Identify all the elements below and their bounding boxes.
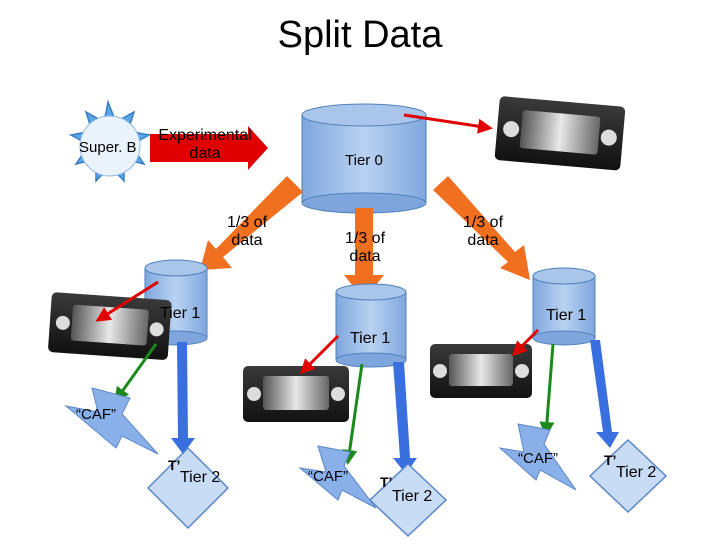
caf-lightning-icon-left bbox=[64, 387, 159, 455]
tape-icon-middle bbox=[243, 366, 349, 422]
split-middle-line1: 1/3 of bbox=[344, 230, 386, 247]
caf-label-left: “CAF” bbox=[76, 406, 116, 423]
tier2-small-right: T’ bbox=[604, 452, 617, 468]
split-right-line2: data bbox=[467, 232, 499, 250]
tier2-label-middle: Tier 2 bbox=[392, 488, 433, 505]
tier1-label-left: Tier 1 bbox=[160, 305, 201, 322]
tier1-cylinder-right bbox=[532, 267, 596, 346]
red-arrow-right bbox=[511, 328, 540, 357]
tier0-label: Tier 0 bbox=[345, 152, 383, 169]
green-arrow-right bbox=[539, 343, 555, 437]
caf-label-middle: “CAF” bbox=[308, 468, 348, 485]
tier1-cylinder-middle bbox=[335, 283, 407, 368]
super-b-star-icon bbox=[68, 99, 152, 183]
experimental-data-arrow bbox=[150, 126, 268, 170]
caf-label-right: “CAF” bbox=[518, 450, 558, 467]
tier2-diamond-middle bbox=[368, 462, 448, 538]
split-label-left: 1/3 of data bbox=[214, 214, 280, 251]
experimental-line1: Experimental bbox=[158, 127, 252, 144]
tier1-label-middle: Tier 1 bbox=[350, 330, 391, 347]
green-arrow-middle bbox=[342, 363, 364, 465]
split-label-right: 1/3 of data bbox=[450, 214, 516, 251]
super-b-label: Super. B bbox=[79, 139, 137, 156]
tape-icon-top bbox=[494, 96, 626, 171]
tier2-diamond-left bbox=[146, 446, 230, 530]
tier1-label-right: Tier 1 bbox=[546, 307, 587, 324]
split-label-middle: 1/3 of data bbox=[332, 230, 398, 267]
split-left-line2: data bbox=[231, 232, 263, 250]
tier2-small-left: T’ bbox=[168, 457, 181, 473]
tier2-label-left: Tier 2 bbox=[180, 469, 221, 486]
red-arrow-middle bbox=[299, 334, 340, 375]
caf-lightning-icon-right bbox=[498, 423, 577, 491]
split-arrow-middle bbox=[344, 208, 384, 300]
experimental-data-label: Experimental data bbox=[150, 127, 260, 164]
caf-lightning-icon-middle bbox=[298, 445, 377, 509]
blue-arrow-middle bbox=[393, 362, 417, 474]
split-arrow-right bbox=[433, 176, 530, 280]
tier2-diamond-right bbox=[588, 438, 668, 514]
red-arrow-top bbox=[403, 113, 493, 134]
split-arrow-left bbox=[200, 176, 303, 270]
red-arrow-left bbox=[95, 280, 159, 322]
green-arrow-left bbox=[114, 343, 158, 403]
split-left-line1: 1/3 of bbox=[226, 214, 268, 231]
tape-icon-right bbox=[430, 344, 532, 398]
split-middle-line2: data bbox=[349, 248, 381, 266]
blue-arrow-left bbox=[171, 342, 195, 454]
experimental-line2: data bbox=[189, 145, 221, 163]
tape-icon-left bbox=[48, 292, 172, 360]
split-right-line1: 1/3 of bbox=[462, 214, 504, 231]
page-title: Split Data bbox=[277, 14, 443, 56]
tier2-label-right: Tier 2 bbox=[616, 464, 657, 481]
blue-arrow-right bbox=[590, 340, 619, 448]
tier2-small-middle: T’ bbox=[380, 474, 393, 490]
